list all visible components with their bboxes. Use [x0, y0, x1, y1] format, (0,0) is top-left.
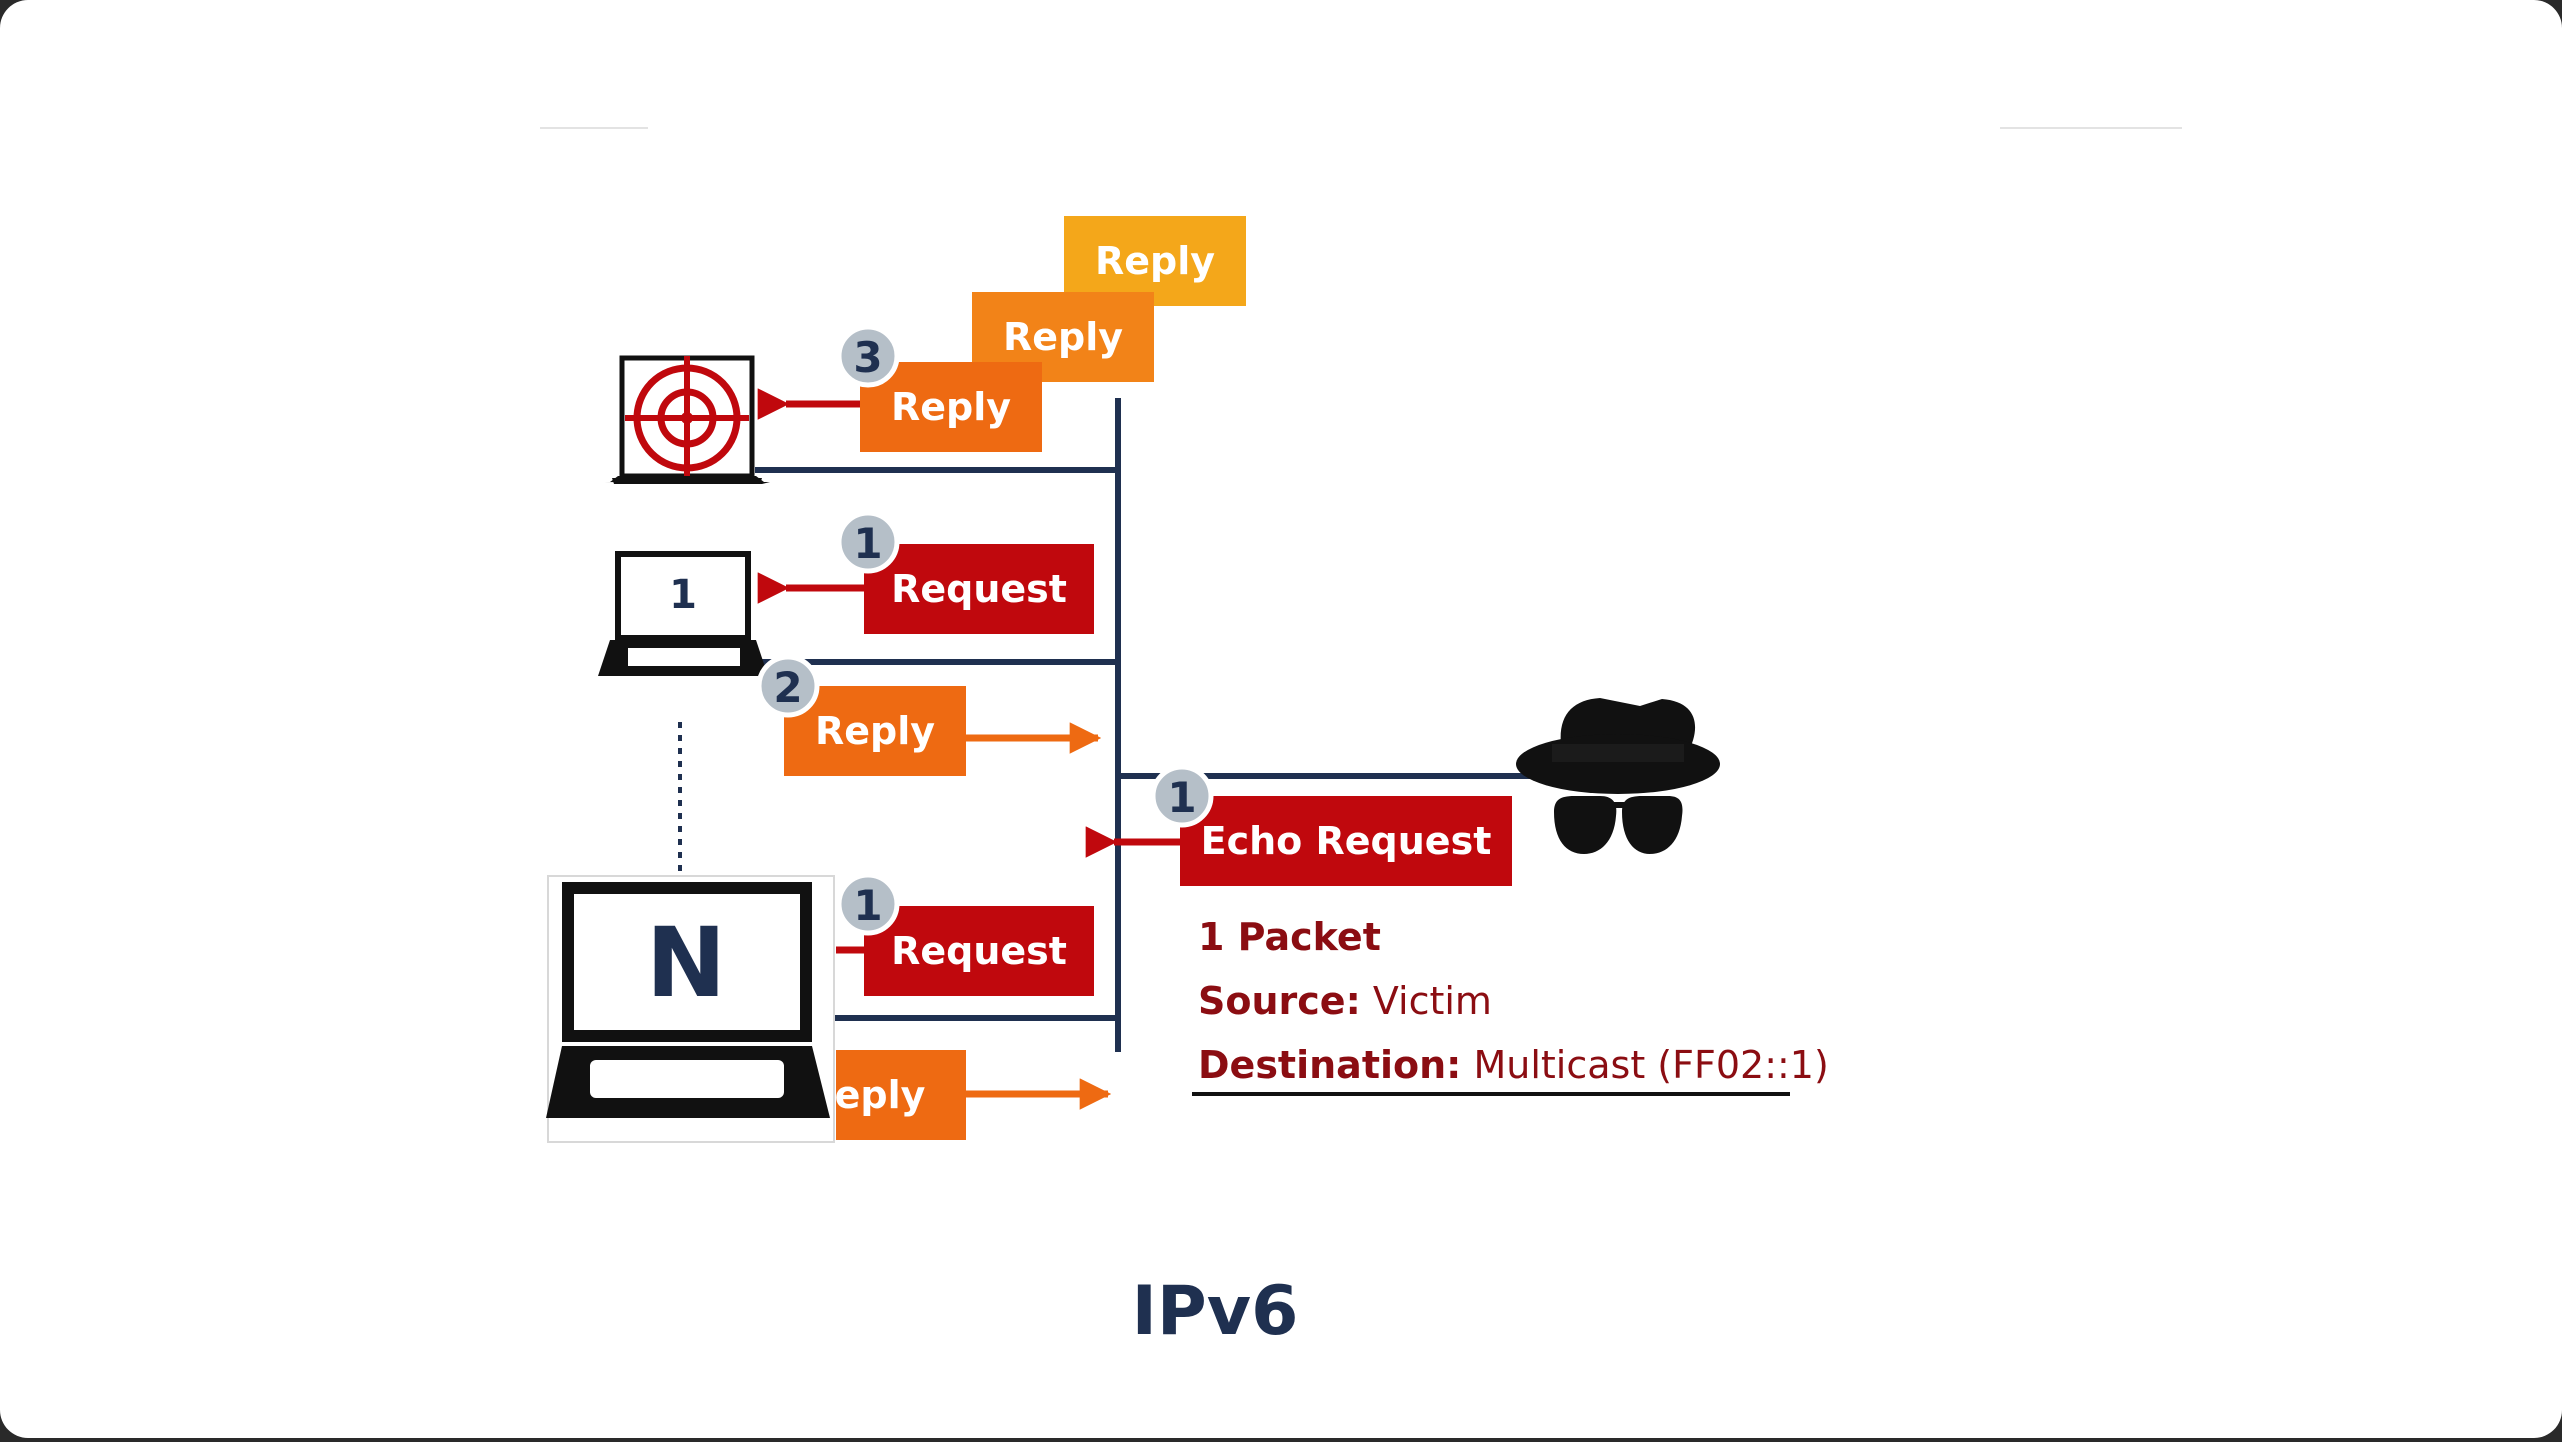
- info-source-label: Source:: [1198, 979, 1361, 1023]
- step-badge-host-1-reply: [756, 654, 820, 718]
- info-line-packet-count: 1 Packet: [1198, 915, 1381, 959]
- step-badge-host-1-request-label: 1: [853, 519, 882, 568]
- info-destination-value: Multicast (FF02::1): [1461, 1043, 1828, 1087]
- reply-packet-back: [1064, 216, 1246, 306]
- info-line-source: Source: Victim: [1198, 979, 1492, 1023]
- laptop-icon-host-n: [546, 875, 835, 1143]
- host-1-screen-label: 1: [669, 572, 697, 618]
- step-badge-echo-request: [1150, 764, 1214, 828]
- reply-packet-host-1-label: Reply: [815, 709, 935, 753]
- info-line-destination: Destination: Multicast (FF02::1): [1198, 1043, 1829, 1087]
- step-badge-host-1-request: [836, 510, 900, 574]
- echo-request-packet: [1180, 796, 1512, 886]
- step-badge-host-n-request-label: 1: [853, 881, 882, 930]
- spy-hat-glasses-icon: [1516, 698, 1720, 854]
- request-packet-host-1-label: Request: [891, 567, 1067, 611]
- request-packet-host-n: [864, 906, 1094, 996]
- reply-packet-front-label: Reply: [891, 385, 1011, 429]
- target-laptop-icon: [604, 355, 770, 484]
- reply-packet-host-n: [836, 1050, 966, 1140]
- step-badge-victim-reply: [836, 324, 900, 388]
- step-badge-host-1-reply-label: 2: [773, 663, 802, 712]
- host-n-screen-label: N: [646, 907, 726, 1019]
- step-badge-victim-reply-label: 3: [853, 333, 882, 382]
- step-badge-host-n-request: [836, 872, 900, 936]
- laptop-icon-host-1: [598, 551, 768, 676]
- reply-packet-back-label: Reply: [1095, 239, 1215, 283]
- info-destination-label: Destination:: [1198, 1043, 1461, 1087]
- echo-request-packet-label: Echo Request: [1201, 819, 1492, 863]
- step-badge-echo-request-label: 1: [1167, 773, 1196, 822]
- request-packet-host-1: [864, 544, 1094, 634]
- reply-packet-host-n-label: eply: [835, 1073, 926, 1117]
- slide-title: IPv6: [1132, 1272, 1299, 1351]
- reply-packet-middle-label: Reply: [1003, 315, 1123, 359]
- request-packet-host-n-label: Request: [891, 929, 1067, 973]
- info-source-value: Victim: [1361, 979, 1492, 1023]
